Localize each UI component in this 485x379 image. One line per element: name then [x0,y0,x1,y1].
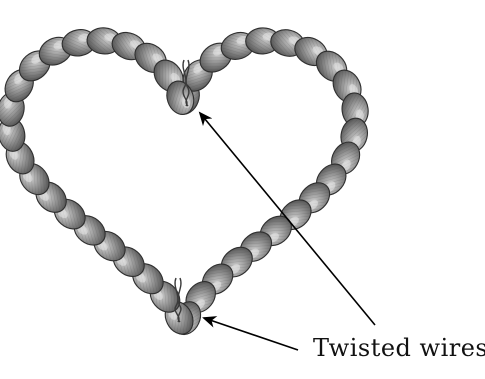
bead [245,27,281,55]
bead [149,280,181,313]
arrow-to-top-wire [198,111,376,326]
bottom-twisted-wire [174,277,182,323]
bead [341,92,369,128]
top-twisted-wire [182,59,190,107]
bead-ring [0,27,369,336]
arrow-to-bottom-wire [202,316,299,351]
bead [166,80,195,115]
caption-twisted-wires: Twisted wires [313,334,485,362]
bead [0,116,26,152]
